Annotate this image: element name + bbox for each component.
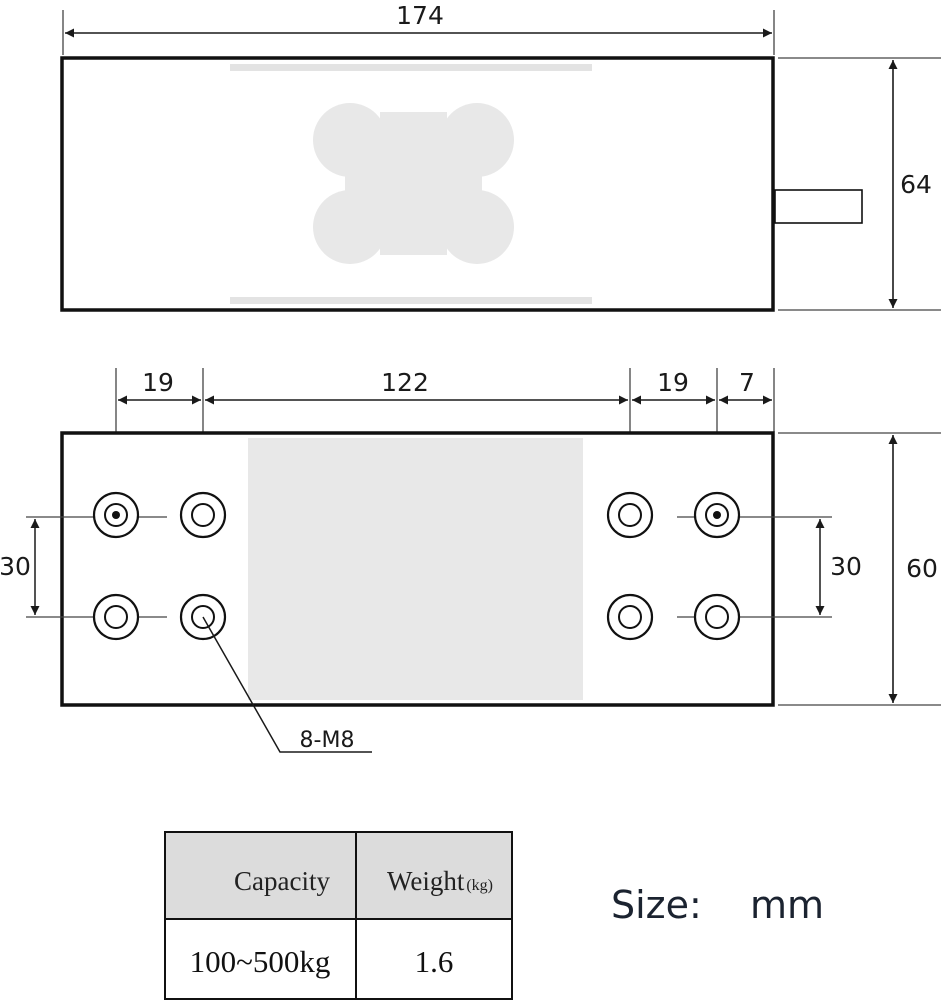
mounting-holes: [92, 491, 741, 641]
width-dimension-label: 60: [906, 554, 938, 583]
holes-leader-line: [202, 616, 372, 753]
capacity-header: Capacity: [234, 866, 330, 896]
units-value: mm: [750, 883, 824, 927]
spec-table-header-bg: [165, 832, 512, 919]
spacing-right-label: 19: [657, 368, 689, 397]
vertical-right-label: 30: [830, 552, 862, 581]
height-dimension-label: 64: [900, 170, 932, 199]
mounting-hole: [606, 593, 654, 641]
length-dimension-label: 174: [396, 1, 444, 30]
capacity-value: 100~500kg: [190, 944, 331, 979]
spacing-center-label: 122: [381, 368, 429, 397]
top-strip: [230, 64, 592, 71]
weight-header: Weight(kg): [387, 866, 493, 896]
bottom-view: 19 122 19 7 30 30 60: [0, 368, 941, 753]
bottom-strip: [230, 297, 592, 304]
weight-value: 1.6: [415, 944, 454, 979]
spacing-left-label: 19: [142, 368, 174, 397]
holes-callout-label: 8-M8: [300, 728, 355, 753]
mounting-hole: [179, 491, 227, 539]
spec-table: Capacity Weight(kg) 100~500kg 1.6: [164, 831, 513, 1000]
top-view: 174 64: [60, 1, 941, 312]
mounting-hole: [693, 593, 741, 641]
cable-connector: [774, 189, 863, 224]
units-label: Size:: [611, 883, 702, 927]
binocular-cutout: [313, 103, 514, 264]
mounting-hole: [606, 491, 654, 539]
mounting-hole: [92, 593, 140, 641]
offset-right-label: 7: [739, 368, 755, 397]
vertical-left-label: 30: [0, 552, 31, 581]
spec-table-frame: [164, 831, 513, 1000]
center-pad: [248, 438, 583, 700]
